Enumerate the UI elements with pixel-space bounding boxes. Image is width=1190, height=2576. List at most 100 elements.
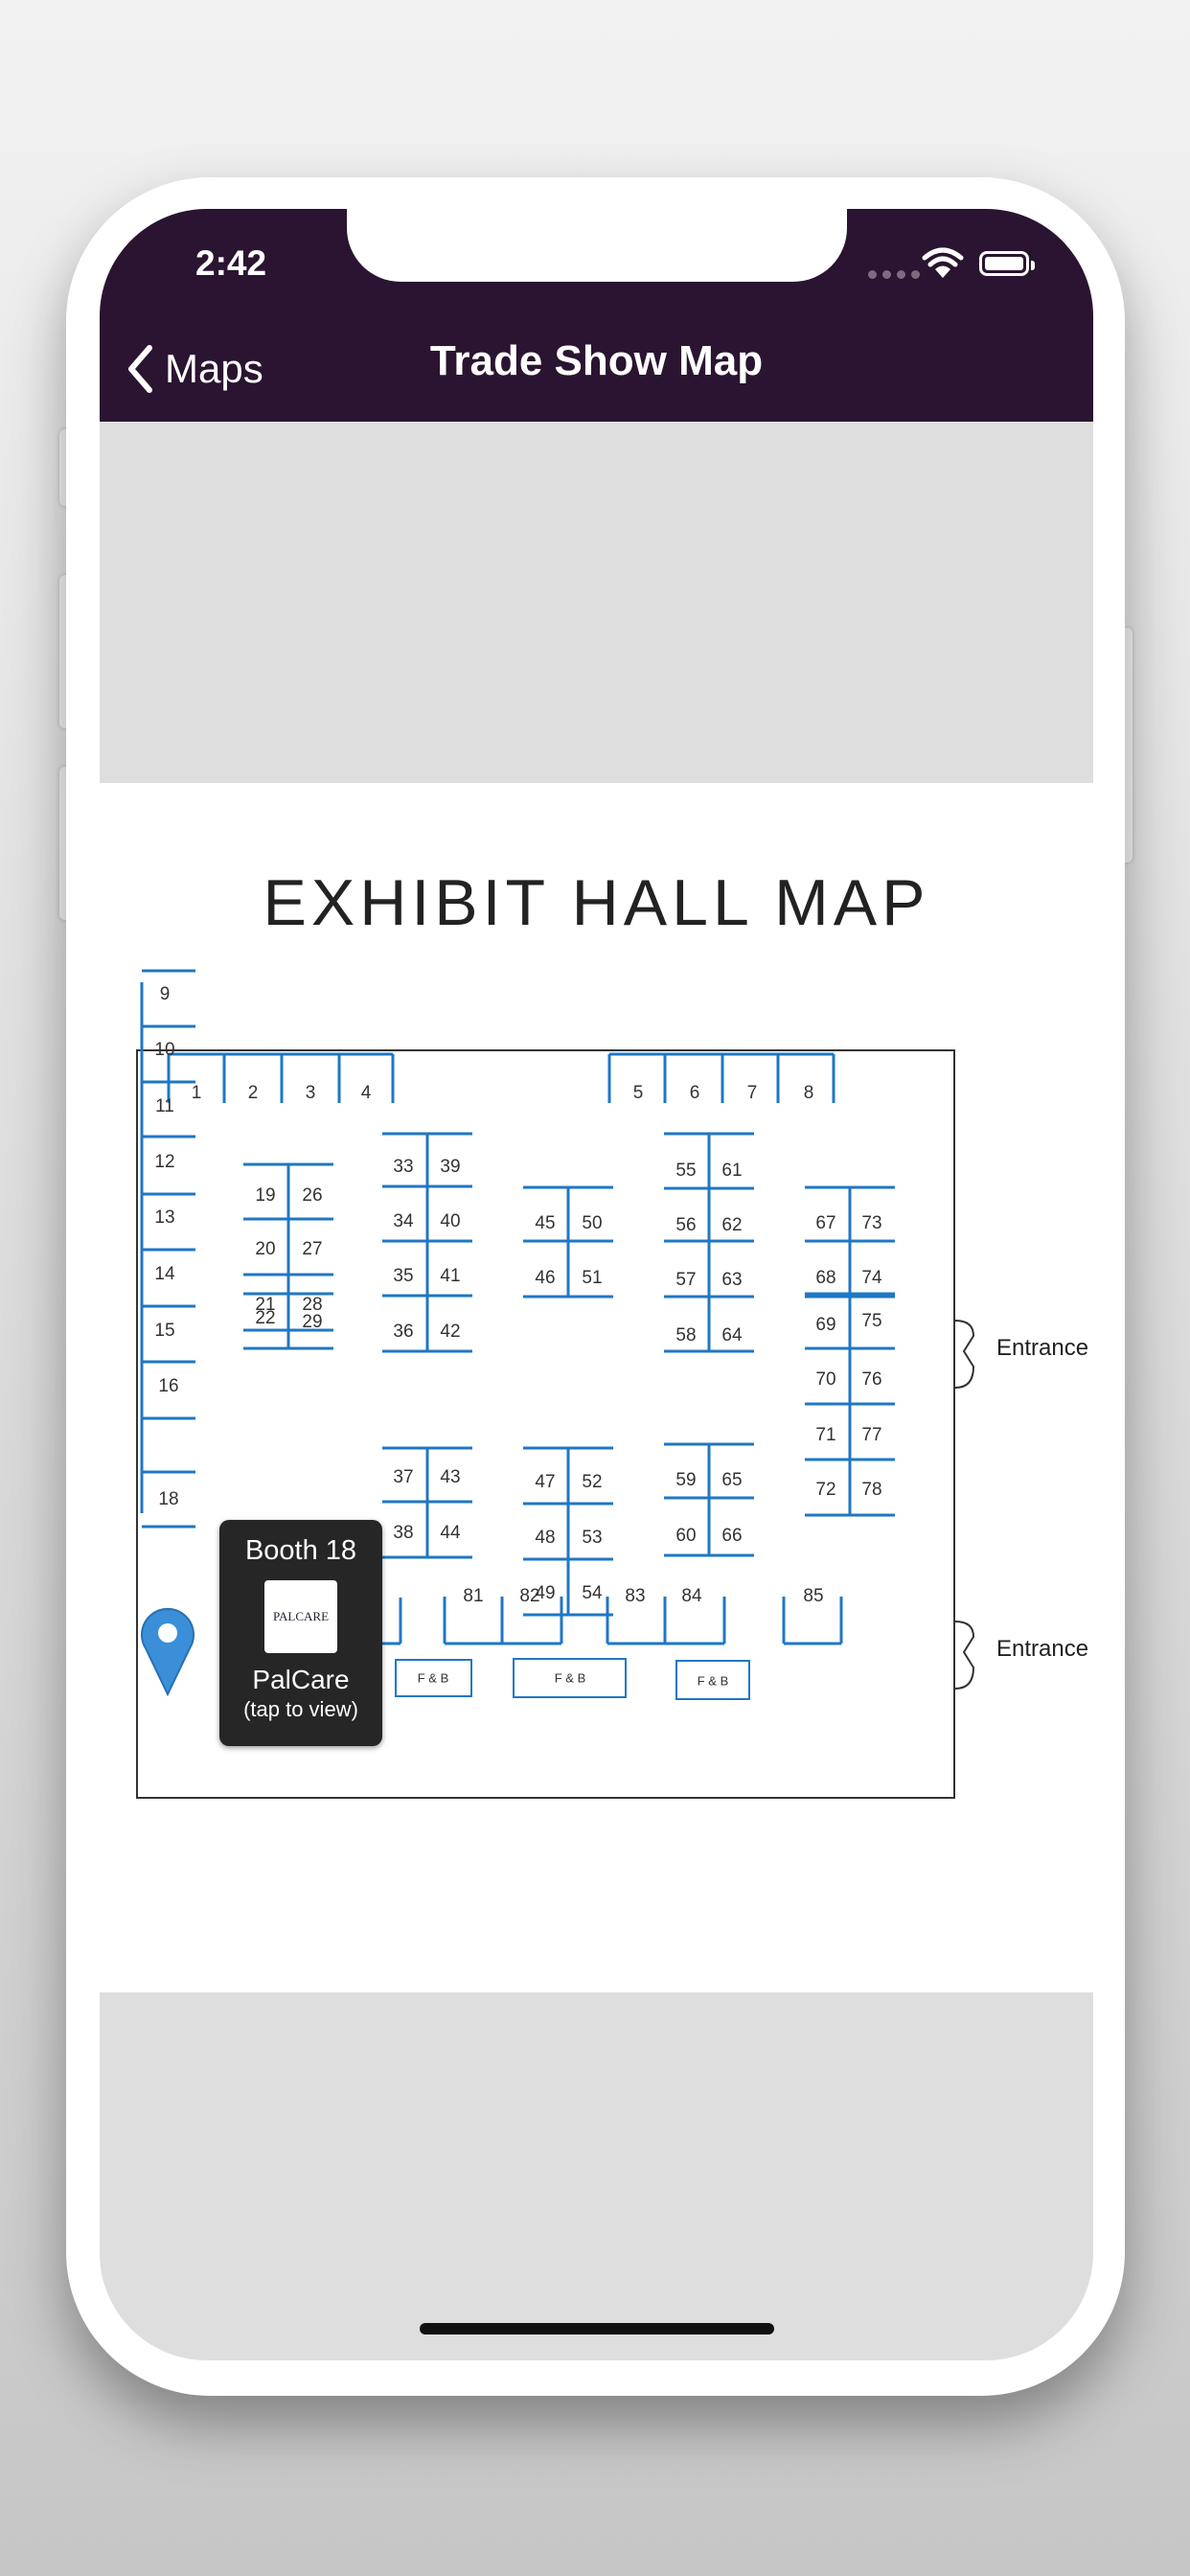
booth-number[interactable]: 36 xyxy=(393,1322,414,1342)
booth-callout[interactable]: Booth 18 PALCARE PalCare (tap to view) xyxy=(219,1520,382,1746)
booth-number[interactable]: 83 xyxy=(625,1586,646,1606)
booth-number[interactable]: 49 xyxy=(535,1583,556,1603)
booth-number[interactable]: 74 xyxy=(861,1268,882,1288)
booth-number[interactable]: 3 xyxy=(305,1083,316,1103)
fb-label: F & B xyxy=(554,1670,586,1686)
booth-number[interactable]: 55 xyxy=(675,1161,697,1181)
booth-number[interactable]: 82 xyxy=(519,1586,540,1606)
booth-number[interactable]: 26 xyxy=(302,1185,323,1206)
booth-number[interactable]: 14 xyxy=(154,1264,175,1284)
booth-number[interactable]: 6 xyxy=(689,1083,700,1103)
booth-number[interactable]: 10 xyxy=(154,1040,175,1060)
booth-number[interactable]: 64 xyxy=(721,1325,743,1346)
back-button[interactable]: Maps xyxy=(126,345,263,393)
signal-icon xyxy=(868,270,920,279)
booth-number[interactable]: 70 xyxy=(815,1369,836,1390)
booth-number[interactable]: 66 xyxy=(721,1526,743,1546)
booth-number[interactable]: 68 xyxy=(815,1268,836,1288)
booth-number[interactable]: 69 xyxy=(815,1315,836,1335)
booth-number[interactable]: 11 xyxy=(155,1096,174,1116)
booth-number[interactable]: 63 xyxy=(721,1270,743,1290)
booth-number[interactable]: 29 xyxy=(302,1312,323,1332)
booth-number[interactable]: 73 xyxy=(861,1213,882,1233)
hall-outline xyxy=(136,1049,955,1799)
booth-number[interactable]: 75 xyxy=(861,1311,882,1331)
fb-booth xyxy=(675,1660,750,1700)
booth-number[interactable]: 53 xyxy=(582,1528,603,1548)
booth-number[interactable]: 41 xyxy=(440,1266,461,1286)
booth-number[interactable]: 48 xyxy=(535,1528,556,1548)
booth-number[interactable]: 4 xyxy=(360,1083,372,1103)
fb-booth xyxy=(513,1658,627,1698)
booth-number[interactable]: 12 xyxy=(154,1152,175,1172)
booth-number[interactable]: 81 xyxy=(463,1586,484,1606)
booth-number[interactable]: 33 xyxy=(393,1157,414,1177)
booth-number[interactable]: 84 xyxy=(681,1586,702,1606)
booth-number[interactable]: 28 xyxy=(302,1295,323,1315)
map-pin-icon[interactable] xyxy=(138,1602,197,1696)
booth-number[interactable]: 58 xyxy=(675,1325,697,1346)
booth-number[interactable]: 65 xyxy=(721,1470,743,1490)
booth-number[interactable]: 71 xyxy=(815,1425,836,1445)
fb-booth xyxy=(395,1659,472,1697)
booth-number[interactable]: 9 xyxy=(159,984,171,1004)
booth-number[interactable]: 54 xyxy=(582,1583,603,1603)
booth-number[interactable]: 47 xyxy=(535,1472,556,1492)
booth-number[interactable]: 18 xyxy=(158,1489,179,1509)
booth-number[interactable]: 56 xyxy=(675,1215,697,1235)
booth-number[interactable]: 85 xyxy=(803,1586,824,1606)
booth-number[interactable]: 67 xyxy=(815,1213,836,1233)
booth-number[interactable]: 62 xyxy=(721,1215,743,1235)
booth-number[interactable]: 45 xyxy=(535,1213,556,1233)
exhibitor-name: PalCare xyxy=(252,1665,350,1694)
booth-number[interactable]: 19 xyxy=(255,1185,276,1206)
booth-number[interactable]: 1 xyxy=(191,1083,202,1103)
booth-number[interactable]: 20 xyxy=(255,1239,276,1259)
booth-number[interactable]: 57 xyxy=(675,1270,697,1290)
booth-number[interactable]: 42 xyxy=(440,1322,461,1342)
entrance-label: Entrance xyxy=(996,1335,1089,1361)
booth-number[interactable]: 60 xyxy=(675,1526,697,1546)
navigation-bar: 2:42 Maps Trade Show Map xyxy=(100,209,1093,422)
booth-number[interactable]: 5 xyxy=(632,1083,644,1103)
booth-number[interactable]: 34 xyxy=(393,1211,414,1231)
booth-number[interactable]: 37 xyxy=(393,1467,414,1487)
screen: 2:42 Maps Trade Show Map EXHIBIT HALL MA… xyxy=(100,209,1093,2360)
fb-label: F & B xyxy=(417,1670,449,1686)
page-title: Trade Show Map xyxy=(429,337,764,384)
home-indicator[interactable] xyxy=(420,2323,774,2334)
callout-title: Booth 18 xyxy=(244,1535,357,1566)
booth-number[interactable]: 77 xyxy=(861,1425,882,1445)
booth-number[interactable]: 72 xyxy=(815,1480,836,1500)
booth-number[interactable]: 51 xyxy=(582,1268,603,1288)
booth-number[interactable]: 22 xyxy=(255,1308,276,1328)
booth-number[interactable]: 16 xyxy=(158,1376,179,1396)
booth-number[interactable]: 15 xyxy=(154,1321,175,1341)
booth-number[interactable]: 2 xyxy=(247,1083,259,1103)
battery-icon xyxy=(979,251,1035,276)
booth-number[interactable]: 43 xyxy=(440,1467,461,1487)
booth-number[interactable]: 21 xyxy=(255,1295,276,1315)
booth-number[interactable]: 8 xyxy=(803,1083,814,1103)
entrance-door xyxy=(954,1320,975,1389)
booth-number[interactable]: 13 xyxy=(154,1208,175,1228)
logo-text: PALCARE xyxy=(272,1609,330,1623)
booth-number[interactable]: 78 xyxy=(861,1480,882,1500)
chevron-left-icon xyxy=(128,345,152,393)
booth-number[interactable]: 35 xyxy=(393,1266,414,1286)
booth-number[interactable]: 44 xyxy=(440,1523,461,1543)
booth-number[interactable]: 39 xyxy=(440,1157,461,1177)
booth-number[interactable]: 38 xyxy=(393,1523,414,1543)
booth-number[interactable]: 40 xyxy=(440,1211,461,1231)
fb-label: F & B xyxy=(697,1673,729,1689)
booth-number[interactable]: 59 xyxy=(675,1470,697,1490)
booth-number[interactable]: 50 xyxy=(582,1213,603,1233)
booth-number[interactable]: 27 xyxy=(302,1239,323,1259)
booth-number[interactable]: 52 xyxy=(582,1472,603,1492)
booth-number[interactable]: 7 xyxy=(746,1083,758,1103)
booth-number[interactable]: 46 xyxy=(535,1268,556,1288)
booth-number[interactable]: 61 xyxy=(721,1161,743,1181)
booth-number[interactable]: 76 xyxy=(861,1369,882,1390)
entrance-door xyxy=(954,1621,975,1690)
